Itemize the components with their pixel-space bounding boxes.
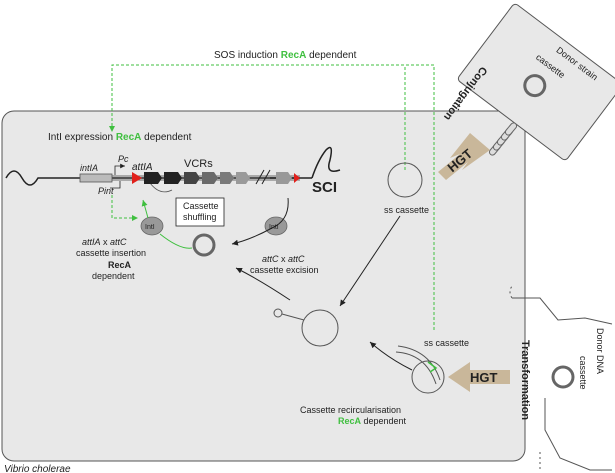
hairpin-cassette [273, 308, 339, 347]
hgt-arrow-transformation: HGT [448, 362, 510, 392]
shuffling-cassette-circle [192, 233, 216, 257]
donor-dna-outline [512, 297, 613, 471]
Pc-label: Pc [118, 154, 129, 164]
recirc-line2: RecA dependent [338, 416, 407, 426]
insertion-line2: cassette insertion [76, 248, 146, 258]
intIA-label: intIA [80, 163, 98, 173]
cassette-4 [202, 172, 218, 184]
sos-induction-label: SOS induction RecA dependent [214, 50, 357, 61]
donor-dna-label: Donor DNA [595, 328, 605, 374]
ss-cassette-top-label: ss cassette [384, 205, 429, 215]
ss-cassette-bottom [395, 345, 445, 394]
cassette-shuffling-line1: Cassette [183, 201, 219, 211]
cassette-5 [220, 172, 234, 184]
intIA-gene [79, 173, 113, 183]
insertion-line4: dependent [92, 271, 135, 281]
cassette-shuffling-line2: shuffling [183, 212, 216, 222]
organism-label: Vibrio cholerae [4, 464, 71, 473]
donor-dna-cassette-label: cassette [578, 356, 588, 390]
cassette-2 [164, 172, 182, 184]
excision-line2: cassette excision [250, 265, 319, 275]
intI-left: IntI [140, 216, 164, 236]
insertion-line1: attIA x attC [82, 237, 127, 247]
hgt-bottom-label: HGT [470, 370, 498, 385]
conjugation-pilus [488, 122, 518, 156]
attIA-label: attIA [132, 162, 153, 173]
cassette-1 [144, 172, 162, 184]
ss-cassette-bottom-label: ss cassette [424, 338, 469, 348]
cassette-6 [236, 172, 250, 184]
svg-text:IntI: IntI [145, 224, 155, 231]
VCRs-label: VCRs [184, 158, 213, 170]
cassette-7 [276, 172, 292, 184]
transformation-label: Transformation [519, 340, 531, 420]
attIA-site [132, 172, 142, 184]
Pint-label: Pint [98, 186, 114, 196]
insertion-line3: RecA [108, 260, 132, 270]
excision-line1: attC x attC [262, 254, 305, 264]
recirc-line1: Cassette recircularisation [300, 405, 401, 415]
donor-dna-cassette-circle [551, 365, 575, 389]
cassette-3 [184, 172, 200, 184]
ss-cassette-top-circle [387, 162, 423, 198]
sos-induction-path [109, 64, 435, 330]
donor-cassette-circle [523, 74, 547, 98]
vcr-site [294, 173, 300, 183]
cassette-shuffling-box [175, 197, 225, 227]
SCI-label: SCI [312, 179, 337, 196]
intI-expression-label: IntI expression RecA dependent [48, 132, 192, 143]
cell-body [1, 110, 526, 462]
